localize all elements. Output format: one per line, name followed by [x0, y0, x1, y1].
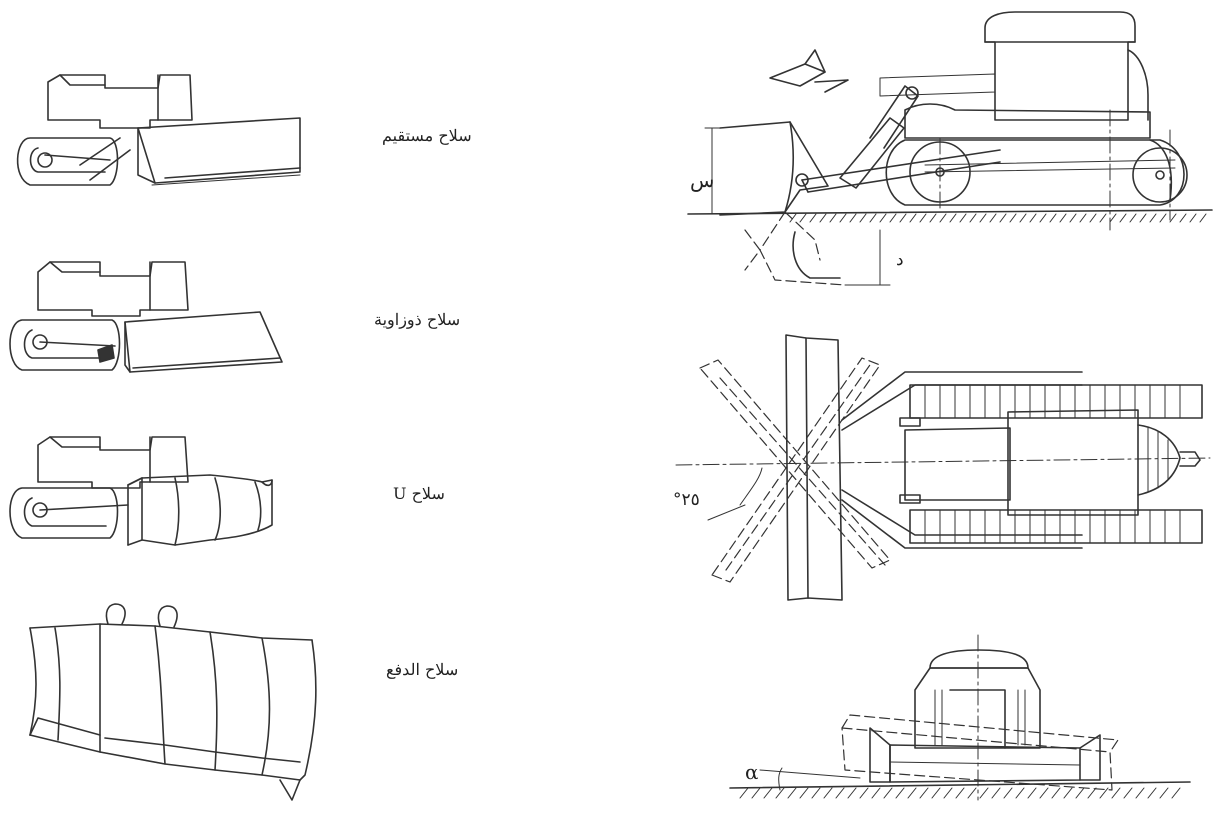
u-blade-label: سلاح U: [393, 484, 445, 503]
angle-blade-label: سلاح ذوزاوية: [374, 310, 461, 329]
depth-dimension-label: د: [896, 250, 904, 270]
height-dimension-label: س: [690, 168, 715, 192]
straight-blade-label: سلاح مستقيم: [382, 126, 472, 145]
push-blade-label: سلاح الدفع: [386, 660, 459, 679]
tilt-angle-symbol: α: [745, 760, 759, 784]
angle-dimension-label: °٢٥: [673, 490, 700, 510]
